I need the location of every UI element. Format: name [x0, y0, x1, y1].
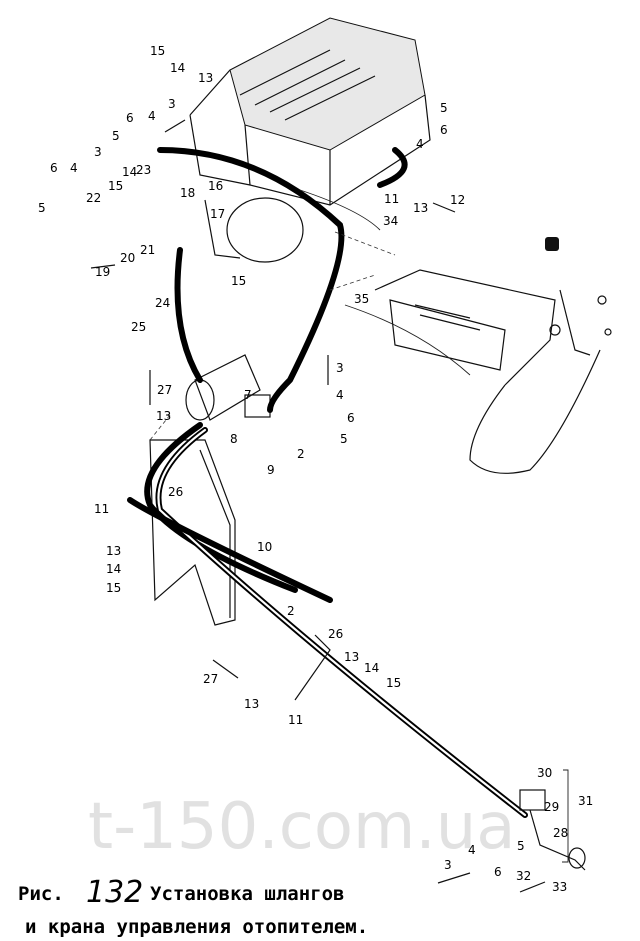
- callout: 26: [328, 627, 343, 641]
- callout: 5: [517, 839, 525, 853]
- callout: 3: [336, 361, 344, 375]
- mounting-frame: [374, 237, 612, 474]
- callout: 12: [450, 193, 465, 207]
- callout: 15: [386, 676, 401, 690]
- watermark: t-150.com.ua: [88, 790, 516, 864]
- callout: 26: [168, 485, 183, 499]
- callout: 27: [203, 672, 218, 686]
- callout: 6: [440, 123, 448, 137]
- callout: 20: [120, 251, 135, 265]
- cabinet-panel: [149, 439, 236, 626]
- callout: 6: [347, 411, 355, 425]
- callout: 1: [400, 157, 408, 171]
- callout: 15: [231, 274, 246, 288]
- callout: 23: [136, 163, 151, 177]
- control-rod: [344, 304, 471, 376]
- bolts: [90, 119, 546, 893]
- callout: 7: [244, 388, 252, 402]
- callout: 19: [95, 265, 110, 279]
- bracket-26: [294, 634, 331, 701]
- callout: 31: [578, 794, 593, 808]
- callout: 3: [168, 97, 176, 111]
- leader-lines: [149, 231, 396, 441]
- callout: 4: [468, 843, 476, 857]
- callout: 4: [70, 161, 78, 175]
- callout: 6: [126, 111, 134, 125]
- callout: 10: [257, 540, 272, 554]
- hoses: [127, 147, 528, 818]
- callout: 30: [537, 766, 552, 780]
- callout: 8: [230, 432, 238, 446]
- callout: 13: [198, 71, 213, 85]
- callout: 5: [340, 432, 348, 446]
- callout: 5: [440, 101, 448, 115]
- callout: 2: [287, 604, 295, 618]
- callout: 4: [148, 109, 156, 123]
- callout: 15: [108, 179, 123, 193]
- callout: 6: [50, 161, 58, 175]
- callout: 5: [38, 201, 46, 215]
- callout: 5: [112, 129, 120, 143]
- callouts: 15 14 13 3 4 5 6 5 6 4 3 4 6 5 23 14 15 …: [38, 44, 593, 894]
- figure-caption: Рис. 132 Установка шлангов и крана управ…: [18, 875, 368, 938]
- callout: 18: [180, 186, 195, 200]
- callout: 22: [86, 191, 101, 205]
- callout: 6: [494, 865, 502, 879]
- valve-cylinder: [185, 354, 271, 421]
- callout: 24: [155, 296, 170, 310]
- callout: 13: [244, 697, 259, 711]
- callout: 33: [552, 880, 567, 894]
- callout: 34: [383, 214, 398, 228]
- callout: 21: [140, 243, 155, 257]
- callout: 14: [122, 165, 137, 179]
- callout: 25: [131, 320, 146, 334]
- callout: 11: [288, 713, 303, 727]
- callout: 11: [384, 192, 399, 206]
- callout: 29: [544, 800, 559, 814]
- caption-number: 132: [86, 875, 143, 910]
- callout: 3: [444, 858, 452, 872]
- callout: 4: [416, 137, 424, 151]
- caption-prefix: Рис.: [18, 883, 64, 905]
- callout: 13: [344, 650, 359, 664]
- callout: 14: [106, 562, 121, 576]
- callout: 27: [157, 383, 172, 397]
- callout: 9: [267, 463, 275, 477]
- caption-line1: Установка шлангов: [150, 883, 344, 905]
- callout: 13: [106, 544, 121, 558]
- callout: 2: [297, 447, 305, 461]
- callout: 28: [553, 826, 568, 840]
- callout: 13: [413, 201, 428, 215]
- callout: 15: [106, 581, 121, 595]
- callout: 13: [156, 409, 171, 423]
- callout: 16: [208, 179, 223, 193]
- callout: 35: [354, 292, 369, 306]
- callout: 17: [210, 207, 225, 221]
- callout: 4: [336, 388, 344, 402]
- heater-unit: [189, 17, 431, 263]
- callout: 14: [364, 661, 379, 675]
- callout: 3: [94, 145, 102, 159]
- control-cable: [299, 189, 381, 231]
- caption-line2: и крана управления отопителем.: [25, 916, 368, 938]
- lower-valve-assembly: [519, 769, 586, 871]
- callout: 11: [94, 502, 109, 516]
- callout: 14: [170, 61, 185, 75]
- callout: 32: [516, 869, 531, 883]
- callout: 15: [150, 44, 165, 58]
